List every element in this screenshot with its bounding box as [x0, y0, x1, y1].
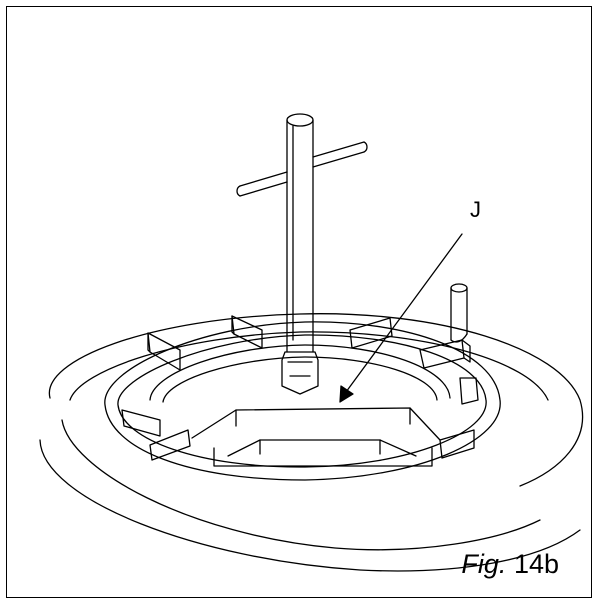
burner-ring: [104, 321, 501, 481]
caption-number: 14b: [513, 549, 559, 579]
ignition-pin: [450, 283, 468, 343]
figure-frame: [6, 6, 592, 598]
callout-label-j: J: [470, 197, 481, 222]
callout-leader: [339, 233, 463, 403]
outer-surround: [39, 313, 584, 572]
burner-teeth: [121, 315, 479, 467]
caption-prefix: Fig.: [461, 549, 507, 579]
box-spanner-tool: [236, 113, 368, 395]
figure-caption: Fig. 14b: [461, 549, 559, 580]
